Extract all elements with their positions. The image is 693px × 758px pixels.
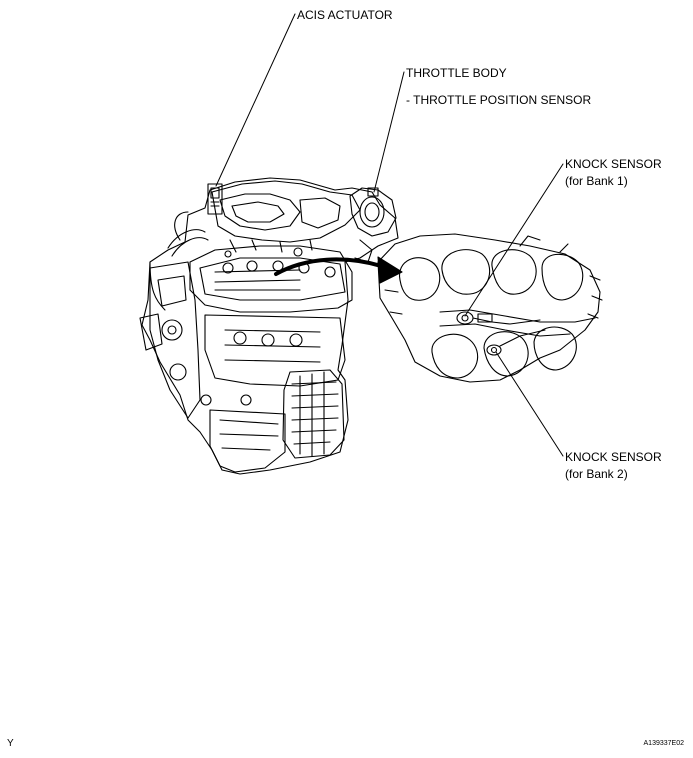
leader-acis-actuator [215,13,296,187]
leader-lines [215,13,564,457]
leader-throttle-body [373,71,405,193]
engine-assembly [139,177,399,475]
label-throttle-position-sensor: - THROTTLE POSITION SENSOR [406,93,592,107]
leader-knock-sensor-bank1 [464,163,564,317]
callout-arrow [274,256,403,284]
footer-left-code: Y [7,738,14,749]
cylinder-block-detail [377,233,603,383]
footer-figure-id: A139337E02 [643,740,684,747]
label-knock-sensor-bank1-sub: (for Bank 1) [565,174,628,188]
label-knock-sensor-bank2: KNOCK SENSOR [565,450,662,464]
leader-knock-sensor-bank2 [495,351,564,457]
label-knock-sensor-bank1: KNOCK SENSOR [565,157,662,171]
label-knock-sensor-bank2-sub: (for Bank 2) [565,467,628,481]
label-acis-actuator: ACIS ACTUATOR [297,8,393,22]
label-throttle-body: THROTTLE BODY [406,66,507,80]
